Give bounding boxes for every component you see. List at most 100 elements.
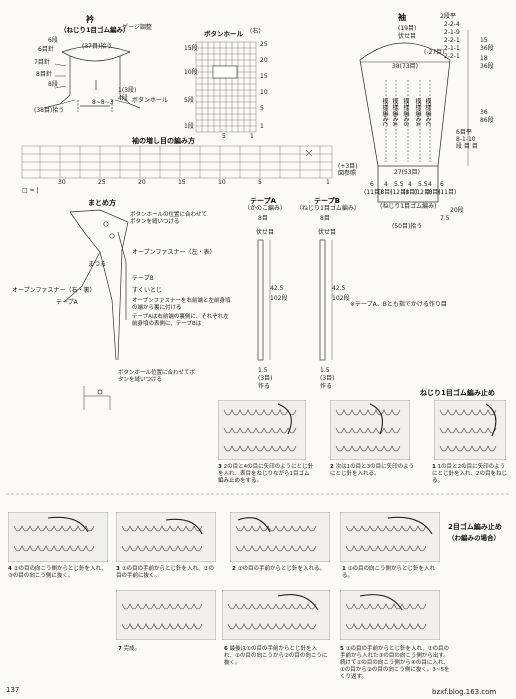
watermark: bzxf.blog.163.com — [432, 688, 497, 696]
bottom-count: (8目) — [403, 189, 418, 196]
assembly-left: テープA — [56, 299, 78, 306]
page-number: 137 — [6, 686, 20, 694]
assembly-note: オープンファスナー（左・表） — [132, 249, 216, 256]
row-label: 5段 — [184, 97, 194, 104]
x-tick: 10 — [218, 179, 226, 186]
sleeve-count: 伏せ目 — [398, 33, 417, 40]
sleeve-count: (19目) — [398, 25, 417, 32]
assembly-note: ボタンホールの位置に合わせてボタンを縫いつける — [130, 212, 208, 225]
sleeve-top: 2-2-1 — [444, 53, 460, 60]
tapeB-pickup: (3目) — [320, 375, 335, 382]
dim: 36 — [480, 109, 488, 116]
increase-rule: 6目平 8-1-10 段 目 目 — [456, 129, 478, 150]
tapeA-rows: 102段 — [270, 295, 288, 302]
sleeve-diagram — [359, 30, 469, 203]
tapeA-title: テープA — [250, 197, 276, 205]
row-right: 1 — [260, 123, 264, 130]
col-label: 5 — [222, 133, 226, 140]
sleeve-bottom: 6 — [370, 181, 374, 188]
pattern-label: 模様編みC — [424, 98, 431, 127]
bottom-count: (12目) — [390, 189, 409, 196]
increase-chart — [21, 145, 333, 179]
x-tick: 5 — [258, 179, 262, 186]
bindoff2-step: 7 完成。 — [118, 646, 141, 652]
bindoff2-title: 2目ゴム編み止め — [448, 523, 502, 531]
bottom-count: (8目) — [426, 189, 441, 196]
bindoff2-step: 5 ①の目の手前からとじ針を入れ、②の目の手前から入れた③の目の向こう側から出す… — [340, 646, 450, 680]
row-right: 20 — [260, 57, 268, 64]
x-tick: 15 — [178, 179, 186, 186]
dim: 18 — [480, 55, 488, 62]
sleeve-bottom: 5.5 — [394, 181, 404, 188]
sleeve-count: 38(73目) — [392, 63, 418, 70]
tapeB-length: 42.5 — [332, 285, 346, 292]
assembly-diagram — [63, 209, 129, 410]
tapeA-pickup: (3目) — [258, 375, 273, 382]
row-label: 15段 — [184, 45, 198, 52]
collar-label: (37目)拾う — [82, 43, 113, 50]
bindoff1-step: 3 2の目と4の目に矢印のようにとじ針を入れ、表目をねじりながら1目ゴム編み止め… — [218, 464, 314, 484]
sleeve-top: 2-1-1 — [444, 45, 460, 52]
row-right: 25 — [260, 41, 268, 48]
row-label: 10段 — [184, 69, 198, 76]
knit-illustration — [434, 400, 506, 460]
gauge-note: ゲージ調整 — [122, 24, 152, 31]
tape-diagrams — [257, 239, 333, 361]
assembly-left: オープンファスナー（右・裏） — [12, 287, 96, 294]
tapeB-rows: 102段 — [332, 295, 350, 302]
sleeve-title: 袖 — [398, 13, 406, 22]
tapeB-width: 1.5 — [320, 367, 330, 374]
knit-illustration — [340, 590, 440, 640]
sleeve-count: (-27目) — [424, 49, 445, 56]
row-right: 15 — [260, 73, 268, 80]
collar-label: ボタンホール — [132, 97, 169, 104]
sleeve-top: 2段平 — [440, 13, 456, 20]
bottom-count: (11目) — [364, 189, 383, 196]
sleeve-bottom: 5.5 — [418, 181, 428, 188]
tapeB-title: テープB — [314, 197, 340, 205]
tapeB-start: 8目 — [320, 215, 330, 222]
collar-label: 6目針 — [38, 46, 54, 53]
pattern-label: 模様編みA — [414, 98, 421, 127]
bottom-count: (8目) — [378, 189, 393, 196]
collar-label: 8~8~3 — [92, 99, 114, 106]
x-tick: 20 — [138, 179, 146, 186]
knit-illustration — [8, 512, 108, 562]
sleeve-bottom: 4 — [408, 181, 412, 188]
bindoff2-subtitle: （わ編みの場合） — [448, 534, 500, 542]
buttonhole-note: (右) — [250, 28, 261, 35]
buttonhole-title: ボタンホール — [204, 30, 243, 38]
dim: 15 — [480, 37, 488, 44]
tapeB-subtitle: （ねじり1目ゴム編み） — [296, 205, 360, 212]
assembly-left: まつる — [88, 261, 107, 268]
collar-diagram — [43, 45, 141, 112]
tapeA-start: 8目 — [258, 215, 268, 222]
tape-note: ※テープA、Bとも指でかける作り目 — [350, 301, 447, 308]
collar-label: 7目針 — [34, 59, 50, 66]
sleeve-top: 2-1-9 — [444, 29, 460, 36]
sleeve-bottom: 6 — [440, 181, 444, 188]
buttonhole-chart — [195, 41, 257, 133]
sleeve-bottom: 4 — [428, 181, 432, 188]
sleeve-top: 2-2-1 — [444, 37, 460, 44]
bindoff2-step: 3 ①の目の手前からとじ針を入れ、②の目の手前に抜く。 — [116, 566, 214, 579]
collar-label: 6段 — [48, 37, 58, 44]
knit-illustration — [218, 400, 306, 460]
tapeA-cast: 伏せ目 — [256, 229, 275, 236]
assembly-note: オープンファスナーを右前端と左前身頃の端から裏に付ける — [132, 298, 231, 311]
tapeA-width: 1.5 — [258, 367, 268, 374]
collar-label: 8段 — [48, 81, 58, 88]
chart-legend: □ = | — [22, 187, 39, 194]
bindoff1-title: ねじり1目ゴム編み止め — [420, 389, 495, 397]
x-tick: 1 — [326, 179, 330, 186]
assembly-title: まとめ方 — [88, 199, 116, 207]
dim: 36段 — [480, 45, 494, 52]
assembly-note: すくいとじ — [132, 287, 163, 294]
dim: 86段 — [480, 117, 494, 124]
collar-subtitle: （ねじり1目ゴム編み） — [60, 26, 130, 34]
knit-illustration — [116, 590, 216, 640]
dim: 36段 — [480, 63, 494, 70]
row-right: 5 — [260, 105, 264, 112]
bindoff2-step: 1 ①の目の向こう側からとじ針を入れる。 — [342, 566, 436, 579]
collar-label: 8目針 — [36, 71, 52, 78]
